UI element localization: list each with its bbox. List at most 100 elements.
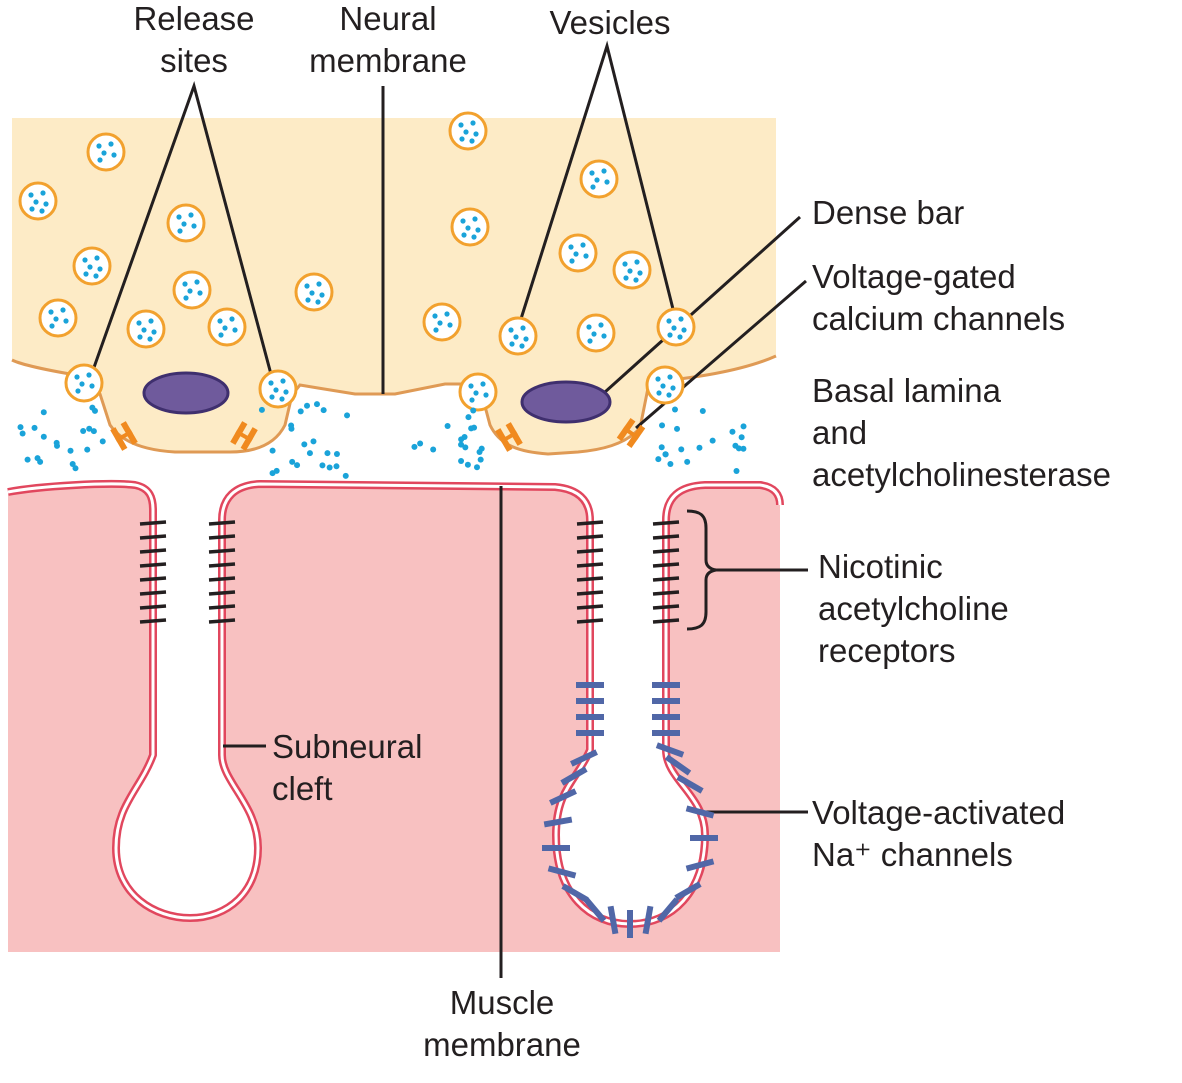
acetylcholine-molecule <box>148 318 154 324</box>
acetylcholine-molecule <box>634 259 640 265</box>
acetylcholine-molecule <box>74 374 80 380</box>
acetylcholine-molecule <box>79 381 85 387</box>
released-acetylcholine-molecule <box>678 446 685 453</box>
ach-receptor <box>139 520 167 526</box>
acetylcholine-molecule <box>316 281 322 287</box>
acetylcholine-molecule <box>469 397 475 403</box>
released-acetylcholine-molecule <box>662 451 669 458</box>
leader-lines <box>90 40 808 978</box>
acetylcholine-molecule <box>447 322 453 328</box>
label-nicotinic-line1: Nicotinic <box>818 548 943 585</box>
vesicle <box>422 302 462 342</box>
released-acetylcholine-molecule <box>84 446 91 453</box>
label-subneural-cleft: Subneural cleft <box>272 726 422 810</box>
label-vesicles: Vesicles <box>528 2 692 44</box>
released-acetylcholine-molecule <box>477 456 484 463</box>
acetylcholine-molecule <box>108 141 114 147</box>
ach-receptor <box>576 534 604 540</box>
label-subneural-cleft-line1: Subneural <box>272 728 423 765</box>
na-channel-bar <box>685 805 715 819</box>
vesicle <box>258 369 298 409</box>
released-acetylcholine-molecule <box>17 424 24 431</box>
calcium-channel-pore <box>622 426 640 440</box>
acetylcholine-molecule <box>437 320 443 326</box>
na-channel <box>576 698 604 704</box>
released-acetylcholine-molecule <box>464 461 471 468</box>
acetylcholine-molecule <box>671 325 677 331</box>
acetylcholine-molecule <box>87 264 93 270</box>
acetylcholine-molecule <box>43 201 49 207</box>
released-acetylcholine-molecule <box>37 458 44 465</box>
acetylcholine-molecule <box>568 244 574 250</box>
na-channel <box>676 774 704 794</box>
na-channel <box>547 865 577 879</box>
na-channel-bar <box>576 698 604 704</box>
acetylcholine-molecule <box>468 383 474 389</box>
acetylcholine-molecule <box>319 292 325 298</box>
na-channel-bar <box>583 897 607 923</box>
ach-receptor <box>208 520 236 526</box>
acetylcholine-molecule <box>681 327 687 333</box>
released-acetylcholine-molecule <box>19 430 26 437</box>
acetylcholine-molecule <box>598 322 604 328</box>
dense-bar-left <box>142 371 230 415</box>
label-na-channels-line1: Voltage-activated <box>812 794 1066 831</box>
calcium-channel <box>495 422 523 452</box>
ach-receptor <box>208 548 236 554</box>
na-channel <box>652 714 680 720</box>
released-acetylcholine-molecule <box>306 450 313 457</box>
vesicle <box>645 365 685 405</box>
acetylcholine-molecule <box>667 374 673 380</box>
acetylcholine-molecule <box>601 168 607 174</box>
na-channel-bar <box>685 858 715 872</box>
na-channel <box>655 742 685 758</box>
acetylcholine-molecule <box>177 228 183 234</box>
acetylcholine-molecule <box>656 390 662 396</box>
na-channel <box>685 805 715 819</box>
acetylcholine-molecule <box>509 341 515 347</box>
acetylcholine-molecule <box>622 261 628 267</box>
acetylcholine-molecule <box>232 327 238 333</box>
label-dense-bar: Dense bar <box>812 192 964 234</box>
vesicle <box>558 233 598 273</box>
acetylcholine-molecule <box>29 206 35 212</box>
acetylcholine-molecule <box>573 251 579 257</box>
acetylcholine-molecule <box>136 320 142 326</box>
acetylcholine-molecule <box>28 192 34 198</box>
acetylcholine-molecule <box>520 325 526 331</box>
released-acetylcholine-molecule <box>53 439 60 446</box>
label-muscle-membrane: Muscle membrane <box>396 982 608 1066</box>
released-acetylcholine-molecule <box>696 444 703 451</box>
acetylcholine-molecule <box>465 225 471 231</box>
acetylcholine-molecule <box>75 388 81 394</box>
vesicle <box>18 181 58 221</box>
acetylcholine-molecule <box>82 257 88 263</box>
na-channel-bar <box>656 897 680 923</box>
acetylcholine-molecule <box>97 266 103 272</box>
na-channel-bar <box>542 845 570 851</box>
acetylcholine-molecule <box>194 279 200 285</box>
released-acetylcholine-molecule <box>80 427 87 434</box>
acetylcholine-molecule <box>444 311 450 317</box>
na-channel <box>576 682 604 688</box>
released-acetylcholine-molecule <box>740 445 747 452</box>
acetylcholine-molecule <box>151 329 157 335</box>
na-channel <box>627 910 633 938</box>
acetylcholine-molecule <box>670 385 676 391</box>
acetylcholine-molecule <box>137 334 143 340</box>
vesicle <box>579 159 619 199</box>
acetylcholine-molecule <box>483 392 489 398</box>
ach-receptor <box>139 562 167 568</box>
acetylcholine-molecule <box>660 383 666 389</box>
label-muscle-membrane-line1: Muscle <box>449 984 555 1021</box>
acetylcholine-molecule <box>580 242 586 248</box>
release-sites-leader <box>90 80 274 379</box>
released-acetylcholine-molecule <box>729 428 736 435</box>
released-acetylcholine-molecule <box>297 408 304 415</box>
released-acetylcholine-molecule <box>269 447 276 454</box>
dense-bar-right <box>520 380 612 424</box>
label-na-channels: Voltage-activated Na⁺ channels <box>812 792 1065 876</box>
label-release-sites-line1: Release <box>133 0 255 37</box>
na-channel <box>674 881 702 901</box>
released-acetylcholine-molecule <box>659 422 666 429</box>
